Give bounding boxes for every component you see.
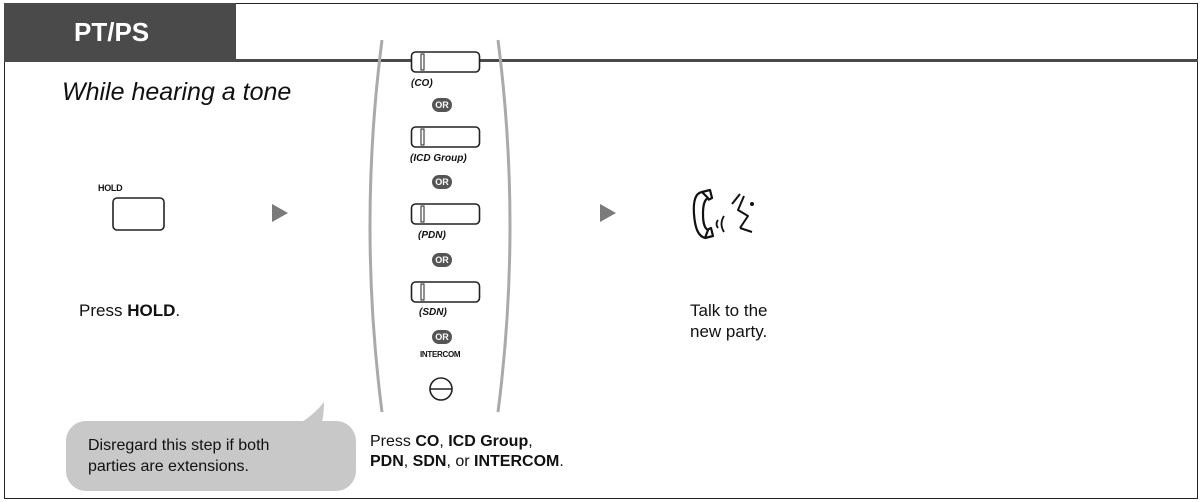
note-line-1: Disregard this step if both: [88, 437, 270, 454]
step1-instruction: Press HOLD.: [79, 301, 181, 320]
co-key-icon: [410, 51, 481, 73]
pdn-key-label: (PDN): [418, 230, 446, 241]
sdn-key-label: (SDN): [419, 307, 447, 318]
device-type-label: PT/PS: [74, 16, 150, 47]
hold-key-icon: [112, 197, 165, 231]
procedure-frame: [4, 3, 1198, 499]
right-paren-icon: [496, 39, 512, 413]
intercom-key-caption: INTERCOM: [420, 350, 461, 359]
note-line-2: parties are extensions.: [88, 458, 249, 475]
intercom-key-icon: [429, 377, 453, 401]
sdn-key-icon: [410, 281, 481, 303]
or-badge: OR: [432, 175, 452, 189]
header-rule: [4, 59, 1198, 62]
left-paren-icon: [368, 39, 384, 413]
note-bubble: Disregard this step if both parties are …: [66, 421, 356, 491]
icd-group-key-icon: [410, 126, 481, 148]
hold-key-caption: HOLD: [98, 183, 123, 193]
or-badge: OR: [432, 98, 452, 112]
device-type-tab: PT/PS: [4, 3, 236, 61]
pdn-key-icon: [410, 203, 481, 225]
or-badge: OR: [432, 330, 452, 344]
next-arrow-1-icon: [272, 204, 288, 222]
condition-text: While hearing a tone: [62, 78, 292, 106]
handset-talk-icon: [692, 188, 754, 240]
step3-instruction: Talk to the new party.: [690, 301, 768, 341]
or-badge: OR: [432, 253, 452, 267]
step2-instruction: Press CO, ICD Group, PDN, SDN, or INTERC…: [370, 433, 564, 470]
icd-group-key-label: (ICD Group): [410, 153, 467, 164]
co-key-label: (CO): [411, 78, 433, 89]
next-arrow-2-icon: [600, 204, 616, 222]
